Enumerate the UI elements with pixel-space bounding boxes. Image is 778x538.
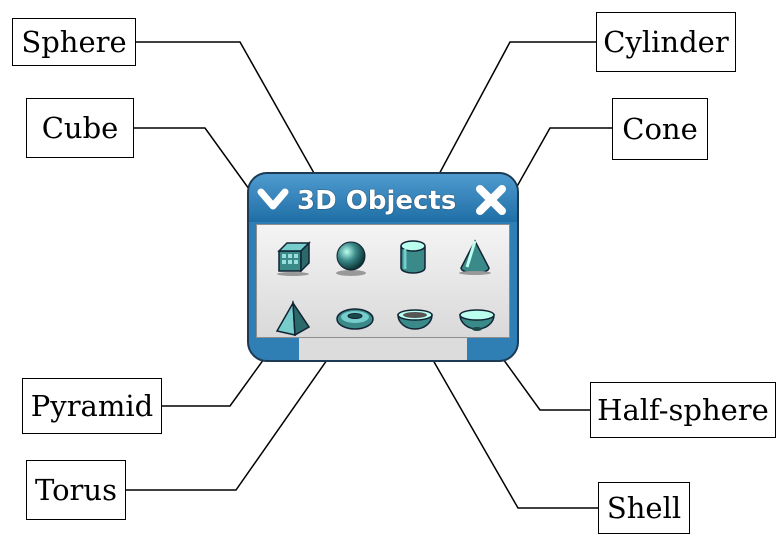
leader-cylinder <box>407 41 596 233</box>
label-cylinder: Cylinder <box>596 12 736 72</box>
half-sphere-icon[interactable] <box>455 299 499 339</box>
cube-icon[interactable] <box>271 237 315 277</box>
label-cube: Cube <box>26 98 134 158</box>
label-sphere: Sphere <box>12 18 136 66</box>
label-shell: Shell <box>598 482 690 534</box>
torus-icon[interactable] <box>333 299 377 339</box>
tool-palette <box>256 224 510 338</box>
sphere-icon[interactable] <box>329 237 373 277</box>
cylinder-icon[interactable] <box>391 237 435 277</box>
close-icon[interactable] <box>473 182 509 218</box>
toolbar-window-3d-objects: 3D Objects <box>247 172 519 362</box>
leader-shell <box>417 333 598 509</box>
window-title: 3D Objects <box>297 186 457 216</box>
title-bar[interactable]: 3D Objects <box>249 174 517 222</box>
pyramid-icon[interactable] <box>271 299 315 339</box>
label-half-sphere: Half-sphere <box>590 382 776 438</box>
label-cone: Cone <box>612 98 708 160</box>
label-torus: Torus <box>26 460 126 520</box>
leader-torus <box>126 329 349 491</box>
label-pyramid: Pyramid <box>22 378 162 434</box>
window-bottom-edge <box>299 338 467 360</box>
leader-sphere <box>136 41 346 229</box>
cone-icon[interactable] <box>453 237 497 277</box>
chevron-down-icon[interactable] <box>255 184 291 216</box>
shell-icon[interactable] <box>393 299 437 339</box>
